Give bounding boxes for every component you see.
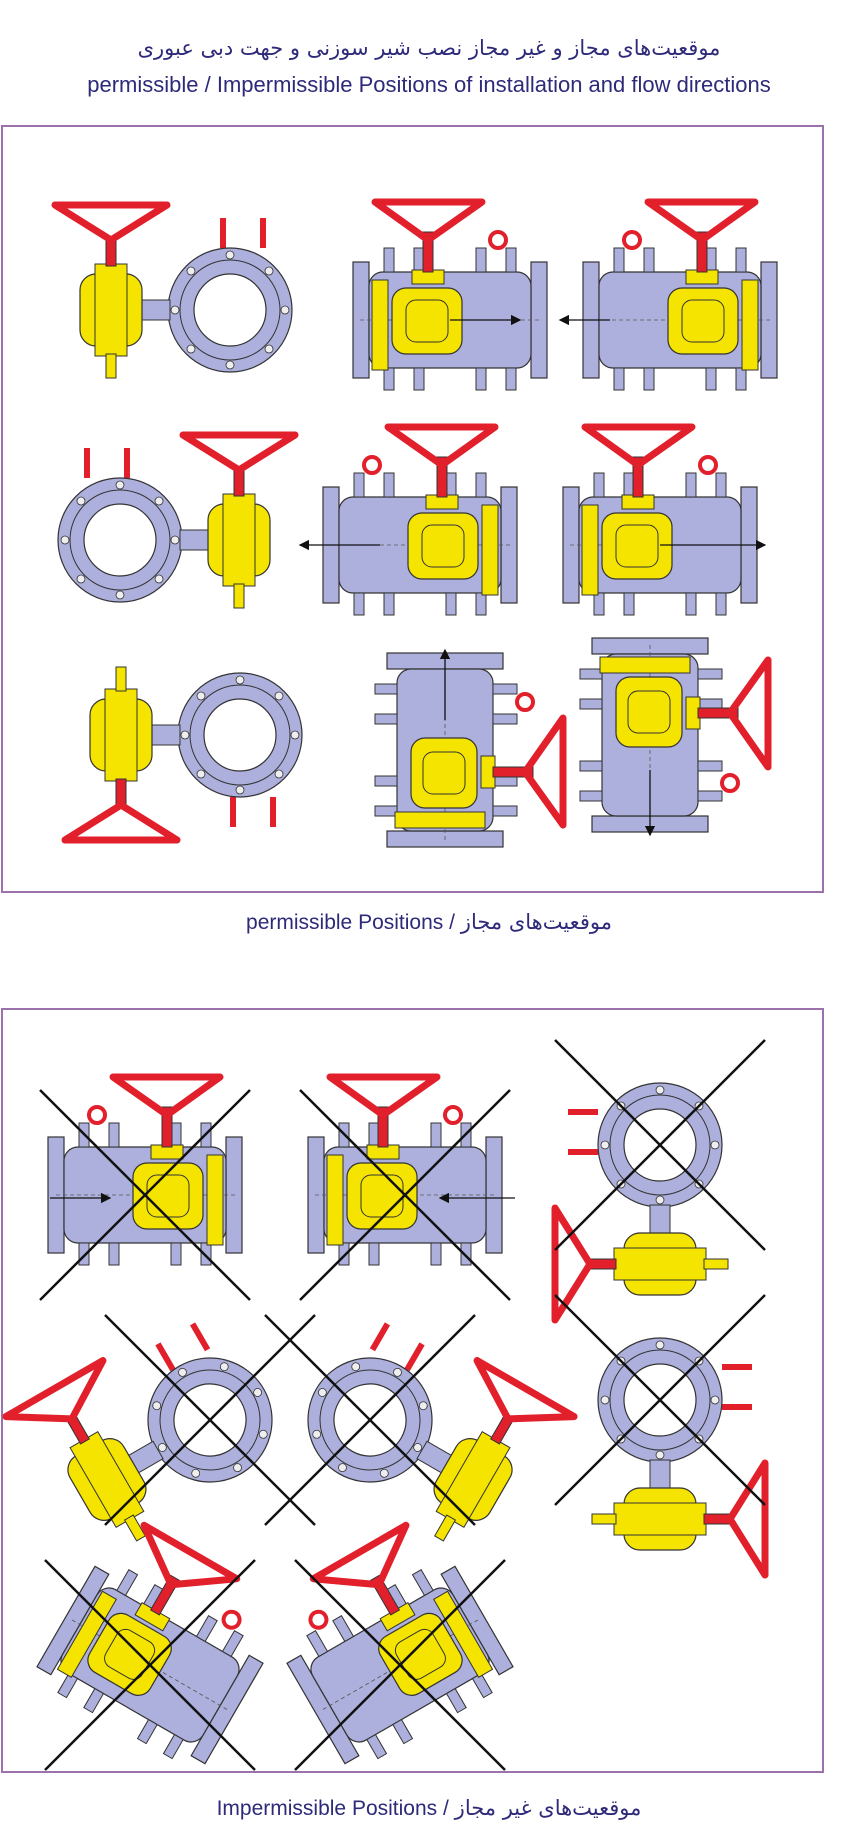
impermissible-position-7	[31, 1514, 293, 1774]
valve-side-view	[583, 202, 777, 390]
permissible-position-1	[55, 205, 292, 378]
impermissible-position-5	[264, 1298, 574, 1566]
valve-end-view	[555, 1083, 728, 1320]
valve-side-view	[580, 638, 768, 832]
title-english: permissible / Impermissible Positions of…	[87, 72, 771, 97]
valve-end-view	[282, 1298, 574, 1566]
permissible-position-9	[580, 638, 768, 837]
valve-side-view	[323, 427, 517, 615]
permissible-position-7	[65, 667, 302, 840]
permissible-position-8	[375, 648, 563, 847]
impermissible-position-1	[39, 1077, 251, 1301]
caption-english: permissible Positions /	[246, 911, 455, 934]
valve-end-view	[65, 667, 302, 840]
cross-out-mark	[44, 1559, 256, 1771]
title-persian: موقعیت‌های مجاز و غیر مجاز نصب شیر سوزنی…	[137, 36, 721, 60]
impermissible-position-8	[257, 1514, 519, 1774]
valve-side-view	[375, 653, 563, 847]
impermissible-caption: Impermissible Positions / موقعیت‌های غیر…	[0, 1796, 858, 1821]
cross-out-mark	[294, 1559, 506, 1771]
caption-persian: موقعیت‌های غیر مجاز	[454, 1796, 642, 1820]
permissible-position-3	[558, 202, 777, 390]
impermissible-position-2	[299, 1077, 515, 1301]
valve-end-view	[55, 205, 292, 378]
valve-side-view	[563, 427, 757, 615]
caption-english: Impermissible Positions /	[216, 1797, 449, 1820]
cross-out-mark	[554, 1294, 766, 1506]
valve-end-view	[58, 435, 295, 608]
caption-persian: موقعیت‌های مجاز	[460, 910, 612, 934]
valve-end-view	[592, 1338, 765, 1575]
cross-out-mark	[554, 1039, 766, 1251]
cross-out-mark	[299, 1089, 511, 1301]
valve-side-view	[257, 1514, 519, 1774]
impermissible-position-3	[554, 1039, 766, 1320]
valve-side-view	[48, 1077, 242, 1265]
permissible-position-2	[353, 202, 547, 390]
permissible-position-5	[298, 427, 517, 615]
cross-out-mark	[264, 1314, 476, 1526]
impermissible-position-6	[554, 1294, 766, 1575]
permissible-position-6	[563, 427, 767, 615]
valve-side-view	[308, 1077, 502, 1265]
impermissible-position-4	[6, 1298, 316, 1566]
permissible-position-4	[58, 435, 295, 608]
cross-out-mark	[104, 1314, 316, 1526]
valve-side-view	[31, 1514, 293, 1774]
valve-side-view	[353, 202, 547, 390]
permissible-positions-panel	[1, 125, 824, 893]
impermissible-positions-panel	[1, 1008, 824, 1773]
cross-out-mark	[39, 1089, 251, 1301]
permissible-caption: permissible Positions / موقعیت‌های مجاز	[0, 910, 858, 935]
